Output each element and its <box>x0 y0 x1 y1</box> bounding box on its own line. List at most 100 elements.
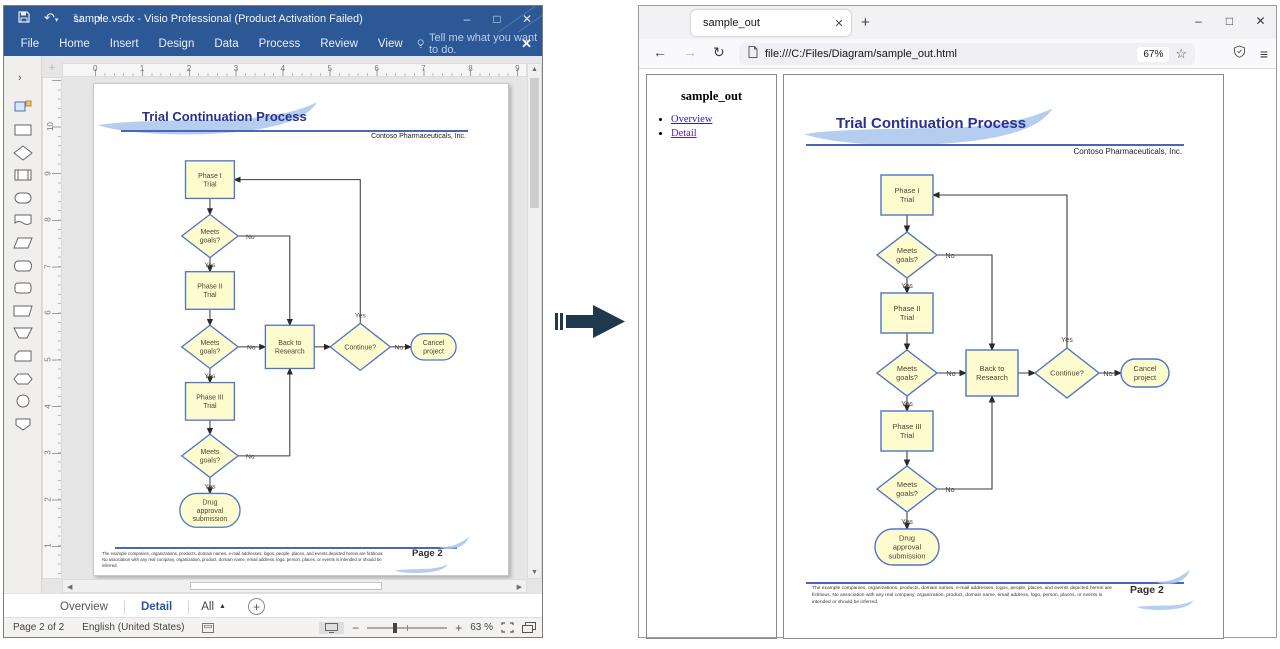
ribbon-tab-insert[interactable]: Insert <box>109 38 139 50</box>
flowchart-node-phase2[interactable] <box>880 292 934 334</box>
flowchart-node-d2[interactable] <box>875 349 939 397</box>
maximize-button[interactable]: □ <box>1225 14 1234 28</box>
browser-tab-bar: sample_out ✕ + – □ ✕ <box>639 6 1276 39</box>
close-button[interactable]: ✕ <box>521 12 533 26</box>
language-indicator[interactable]: English (United States) <box>82 622 185 633</box>
page-tab-detail[interactable]: Detail <box>140 600 173 613</box>
back-button[interactable]: ← <box>653 44 667 60</box>
flowchart-node-cont[interactable] <box>1033 347 1101 399</box>
subprocess-shape-icon[interactable] <box>12 167 34 183</box>
maximize-button[interactable]: □ <box>493 12 501 26</box>
scroll-left-icon[interactable]: ◀ <box>67 584 73 591</box>
customize-qat-button[interactable]: ▾ <box>97 14 102 23</box>
tell-me-box[interactable]: Tell me what you want to do. <box>417 32 542 56</box>
card-shape-icon[interactable] <box>12 348 34 364</box>
undo-button[interactable]: ↶▾ <box>44 9 59 25</box>
flowchart-node-d1[interactable] <box>875 231 939 279</box>
flowchart-node-d2[interactable] <box>180 324 240 370</box>
flowchart-node-phase1[interactable] <box>184 160 236 200</box>
bookmark-star-icon[interactable]: ☆ <box>1175 46 1187 61</box>
new-tab-button[interactable]: + <box>861 14 870 31</box>
browser-tab[interactable]: sample_out ✕ <box>691 10 851 36</box>
save-icon[interactable] <box>18 6 30 32</box>
manual-operation-shape-icon[interactable] <box>12 303 34 319</box>
ribbon-tab-process[interactable]: Process <box>258 38 301 50</box>
parallelogram-shape-icon[interactable] <box>12 235 34 251</box>
scrollbar-thumb[interactable] <box>190 582 382 590</box>
macro-record-icon[interactable] <box>193 622 223 633</box>
flowchart-node-d1[interactable] <box>180 213 240 259</box>
zoom-slider-thumb[interactable] <box>393 622 398 633</box>
off-page-shape-icon[interactable] <box>12 416 34 432</box>
page-tab-overview[interactable]: Overview <box>60 600 108 613</box>
page-zoom-badge[interactable]: 67% <box>1137 46 1170 62</box>
horizontal-scrollbar[interactable]: ◀ ▶ <box>62 579 527 593</box>
rounded-rectangle-shape-icon[interactable] <box>12 280 34 296</box>
url-text[interactable]: file:///C:/Files/Diagram/sample_out.html <box>765 48 957 60</box>
flowchart-node-back[interactable] <box>965 349 1019 397</box>
zoom-in-button[interactable]: + <box>455 620 463 635</box>
flowchart-node-d3[interactable] <box>875 465 939 513</box>
document-shape-icon[interactable] <box>12 212 34 228</box>
ribbon-tab-view[interactable]: View <box>377 38 403 50</box>
flowchart-node-phase3[interactable] <box>880 410 934 452</box>
close-icon[interactable]: ✕ <box>521 36 532 51</box>
scroll-up-icon[interactable]: ▲ <box>531 66 538 73</box>
link-detail[interactable]: Detail <box>671 128 697 139</box>
forward-button[interactable]: → <box>683 44 697 60</box>
scroll-right-icon[interactable]: ▶ <box>516 584 522 591</box>
flowchart-node-phase1[interactable] <box>880 174 934 216</box>
rectangle-shape-icon[interactable] <box>12 122 34 138</box>
ribbon-tab-file[interactable]: File <box>20 38 40 50</box>
diamond-shape-icon[interactable] <box>12 144 34 161</box>
tab-close-icon[interactable]: ✕ <box>834 17 844 30</box>
ribbon-tab-review[interactable]: Review <box>320 38 358 50</box>
zoom-out-button[interactable]: − <box>352 620 360 635</box>
scrollbar-thumb[interactable] <box>530 78 539 208</box>
add-page-button[interactable]: + <box>247 598 265 615</box>
connector-label-yes: Yes <box>901 517 913 526</box>
direct-data-shape-icon[interactable] <box>12 258 34 274</box>
vertical-scrollbar[interactable]: ▲ ▼ <box>527 63 542 579</box>
minimize-button[interactable]: – <box>463 12 471 26</box>
flowchart-node-d3[interactable] <box>180 433 240 479</box>
ribbon-tab-design[interactable]: Design <box>158 38 195 50</box>
stadium-shape-icon[interactable] <box>12 190 34 206</box>
shapes-window-icon[interactable] <box>12 98 34 114</box>
ribbon-tab-data[interactable]: Data <box>214 38 239 50</box>
page-indicator[interactable]: Page 2 of 2 <box>13 622 65 633</box>
minimize-button[interactable]: – <box>1195 14 1202 28</box>
redo-button[interactable]: ↻ <box>72 11 84 26</box>
address-bar[interactable]: file:///C:/Files/Diagram/sample_out.html… <box>739 43 1195 65</box>
flowchart-node-cancel[interactable] <box>410 333 457 361</box>
privacy-shield-icon[interactable] <box>1233 45 1246 63</box>
header-rule <box>806 144 1184 146</box>
shapes-panel-collapsed[interactable]: › <box>4 56 42 593</box>
scroll-down-icon[interactable]: ▼ <box>531 569 538 576</box>
flowchart-node-drug[interactable] <box>874 528 940 566</box>
switch-windows-button[interactable] <box>522 622 536 633</box>
presentation-mode-button[interactable] <box>319 621 345 634</box>
flowchart-node-phase2[interactable] <box>184 271 236 310</box>
hexagon-shape-icon[interactable] <box>12 371 34 387</box>
all-pages-button[interactable]: All▲ <box>201 600 226 613</box>
trapezoid-shape-icon[interactable] <box>12 325 34 341</box>
zoom-level[interactable]: 63 % <box>470 622 493 633</box>
reload-button[interactable]: ↻ <box>713 44 725 60</box>
expand-shapes-chevron-icon[interactable]: › <box>18 72 22 84</box>
ribbon-tab-home[interactable]: Home <box>59 38 90 50</box>
flowchart-node-cancel[interactable] <box>1120 358 1170 388</box>
flowchart-node-cont[interactable] <box>329 322 392 372</box>
circle-shape-icon[interactable] <box>12 393 34 409</box>
link-overview[interactable]: Overview <box>671 114 713 125</box>
flowchart-node-phase3[interactable] <box>184 381 236 421</box>
close-button[interactable]: ✕ <box>1255 14 1266 28</box>
menu-hamburger-icon[interactable]: ≡ <box>1259 46 1268 62</box>
flowchart-node-drug[interactable] <box>179 492 241 528</box>
flowchart-node-back[interactable] <box>264 324 315 370</box>
zoom-slider[interactable] <box>367 622 448 633</box>
fit-page-button[interactable] <box>501 622 514 633</box>
